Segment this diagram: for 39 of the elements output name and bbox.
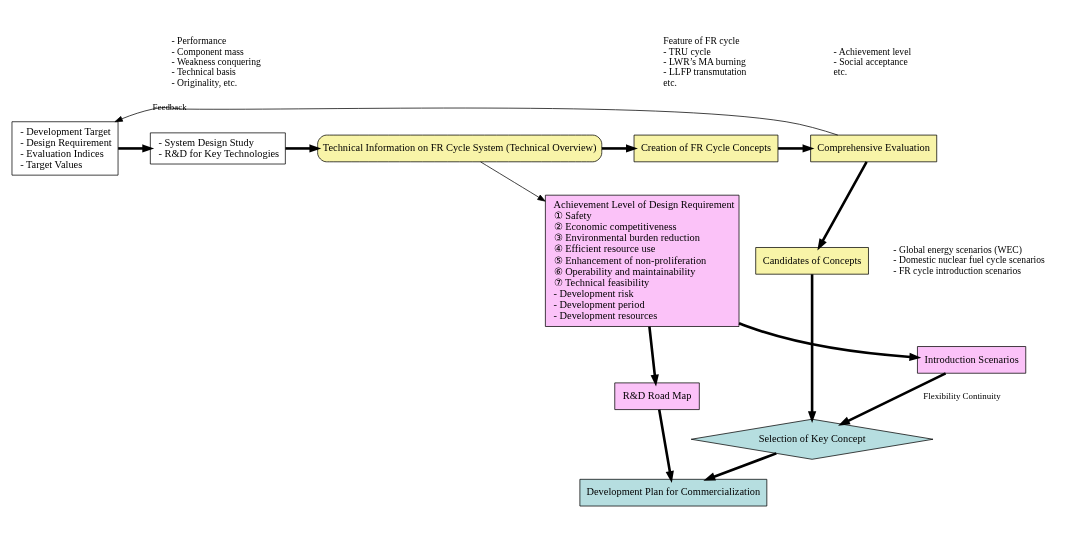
arrow	[601, 144, 638, 153]
edge-label: Feedback	[152, 101, 187, 112]
edge-label: Flexibility Continuity	[923, 390, 1001, 401]
arrow	[285, 144, 322, 153]
node-label: - Achievement level	[833, 45, 912, 57]
arrow	[657, 409, 674, 483]
arrow	[114, 107, 839, 136]
node-box: Achievement Level of Design Requirement ① Safety ② Economic competitiveness ③ Environmental burden reduction ④ Efficient resource use ⑤ Enhancement of non-proliferation ⑥ Operability and maintainability ⑦ Technical feasibility - Development risk - Development period - Development resources	[545, 194, 740, 327]
node-box: - Development Target - Design Requirement - Evaluation Indices - Target Values	[11, 121, 119, 176]
arrow	[118, 144, 155, 153]
arrow	[648, 326, 659, 387]
node-box: Comprehensive Evaluation	[810, 134, 938, 163]
arrow	[838, 372, 947, 426]
node-box: Technical Information on FR Cycle System (Technical Overview)	[317, 134, 603, 163]
arrow	[480, 161, 546, 202]
node-label: Feature of FR cycle	[663, 35, 740, 47]
node-label: - TRU cycle	[663, 45, 711, 57]
arrow	[807, 274, 817, 424]
node-label: - Social acceptance	[833, 55, 908, 67]
node-box: Development Plan for Commercialization	[579, 478, 768, 507]
node-box: Creation of FR Cycle Concepts	[633, 134, 779, 163]
node-box: Introduction Scenarios	[917, 346, 1027, 374]
node-label: - Technical basis	[171, 66, 236, 78]
node-label: - Originality, etc.	[171, 76, 238, 88]
node-box: Candidates of Concepts	[755, 247, 869, 275]
arrow	[738, 321, 922, 361]
node-label: - Domestic nuclear fuel cycle scenarios	[893, 254, 1045, 266]
node-label: - Component mass	[171, 45, 244, 57]
node-label: - LLFP transmutation	[663, 66, 747, 78]
arrow	[817, 161, 868, 251]
node-label: etc.	[663, 76, 677, 88]
arrow	[703, 452, 777, 481]
node-label: - Global energy scenarios (WEC)	[893, 243, 1022, 255]
node-box: - System Design Study - R&D for Key Technologies	[149, 132, 286, 165]
node-label: - Performance	[171, 35, 227, 47]
arrow	[778, 144, 815, 153]
node-label: etc.	[833, 66, 848, 78]
node-label: - FR cycle introduction scenarios	[893, 264, 1022, 276]
node-box: R&D Road Map	[614, 382, 700, 410]
